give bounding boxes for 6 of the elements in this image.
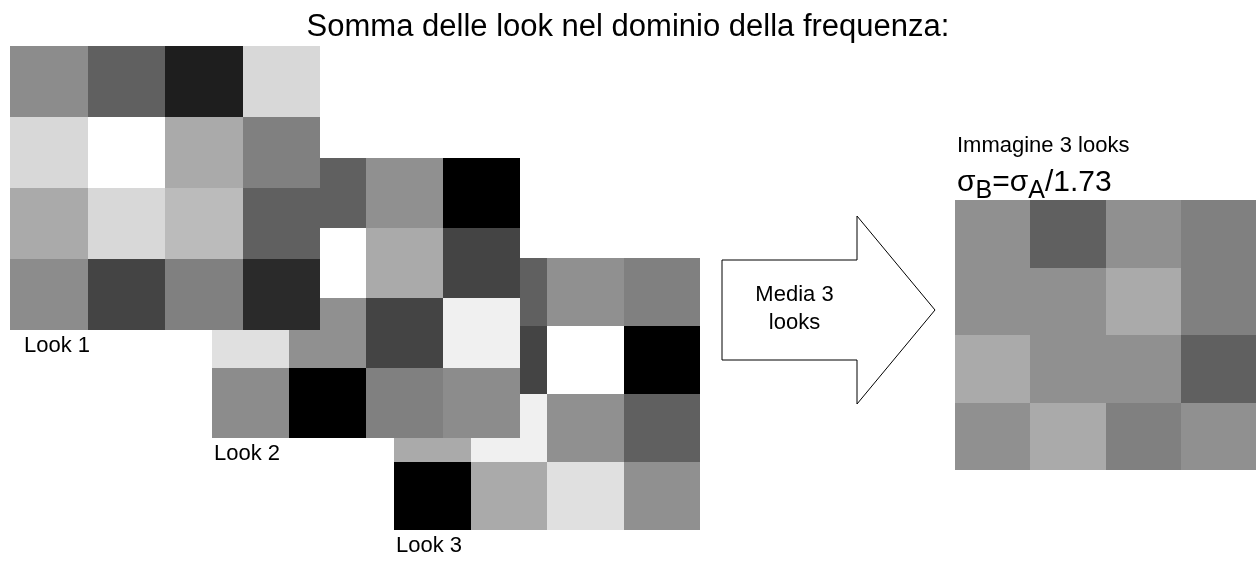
- image-caption: Look 3: [396, 533, 463, 557]
- image-caption: Look 2: [214, 441, 281, 465]
- image-caption: Look 1: [24, 333, 91, 357]
- image-heading: Immagine 3 looks: [957, 132, 1130, 158]
- diagram-title: Somma delle look nel dominio della frequenza:: [305, 8, 951, 44]
- formula-text: σ$_{B}$=σ$_{A}$/1.73: [957, 164, 1112, 204]
